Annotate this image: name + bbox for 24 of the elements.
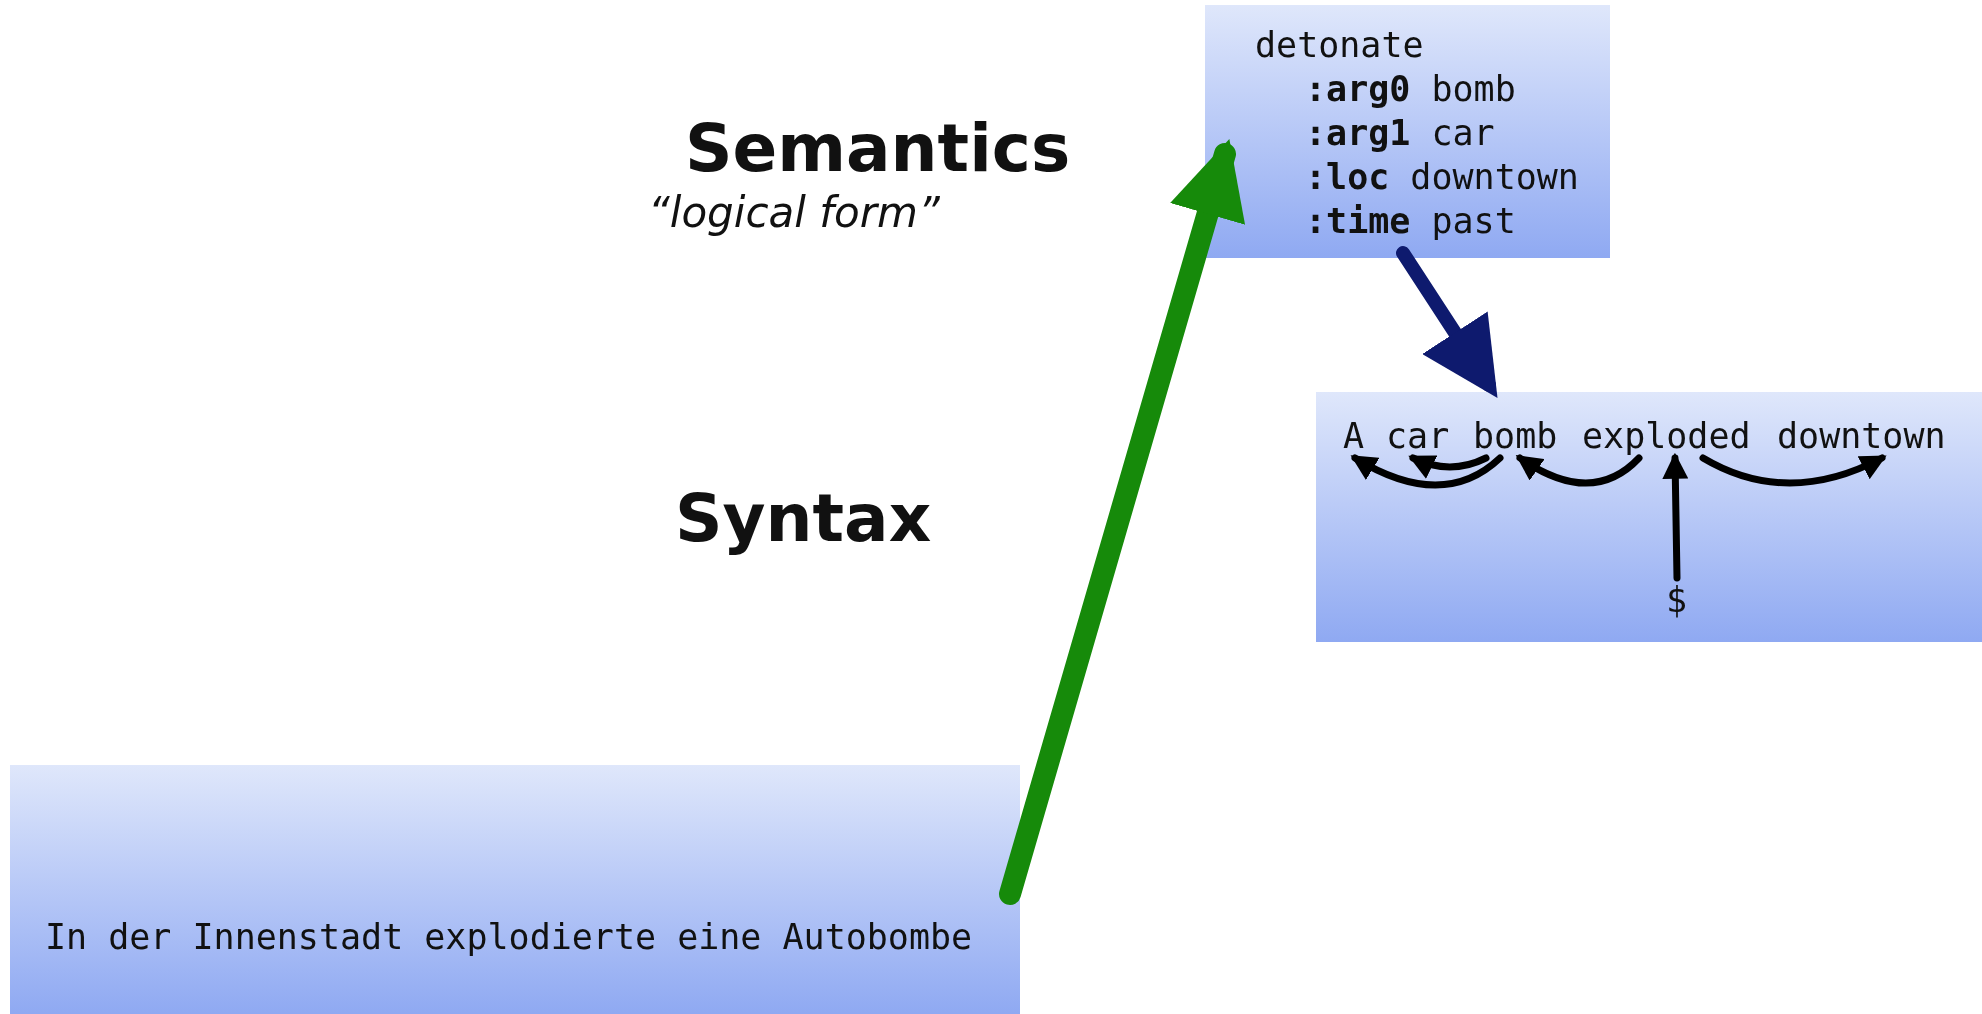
word-text: $ — [1666, 578, 1688, 622]
role-text: :arg0 bomb — [1305, 68, 1516, 111]
word-text: bomb — [1473, 414, 1558, 458]
dependency-arrow — [1515, 454, 1643, 487]
predicate-text: detonate — [1255, 24, 1424, 67]
sentence-panel: In der Innenstadt explodierte eine Autobombe — [10, 765, 1020, 1014]
logical-form-panel — [1205, 5, 1610, 258]
level-heading: Semantics — [685, 110, 1071, 187]
role-text: :arg1 car — [1305, 112, 1495, 155]
word-text: exploded — [1582, 414, 1751, 458]
block-arrow — [1396, 246, 1498, 399]
level-heading: Syntax — [675, 480, 932, 557]
word-text: A — [1343, 414, 1365, 458]
text-panel — [1316, 392, 1982, 642]
dependency-arrow — [1408, 454, 1490, 479]
role-text: :time past — [1305, 200, 1516, 243]
dependency-arrow — [1662, 452, 1689, 582]
role-text: :loc downtown — [1305, 156, 1579, 199]
dependency-arrow — [1699, 454, 1887, 487]
word-text: downtown — [1777, 414, 1946, 458]
block-arrow — [999, 139, 1246, 905]
word-text: car — [1386, 414, 1450, 458]
level-subtitle: “logical form” — [648, 188, 940, 237]
dependency-arrow — [1350, 454, 1504, 489]
